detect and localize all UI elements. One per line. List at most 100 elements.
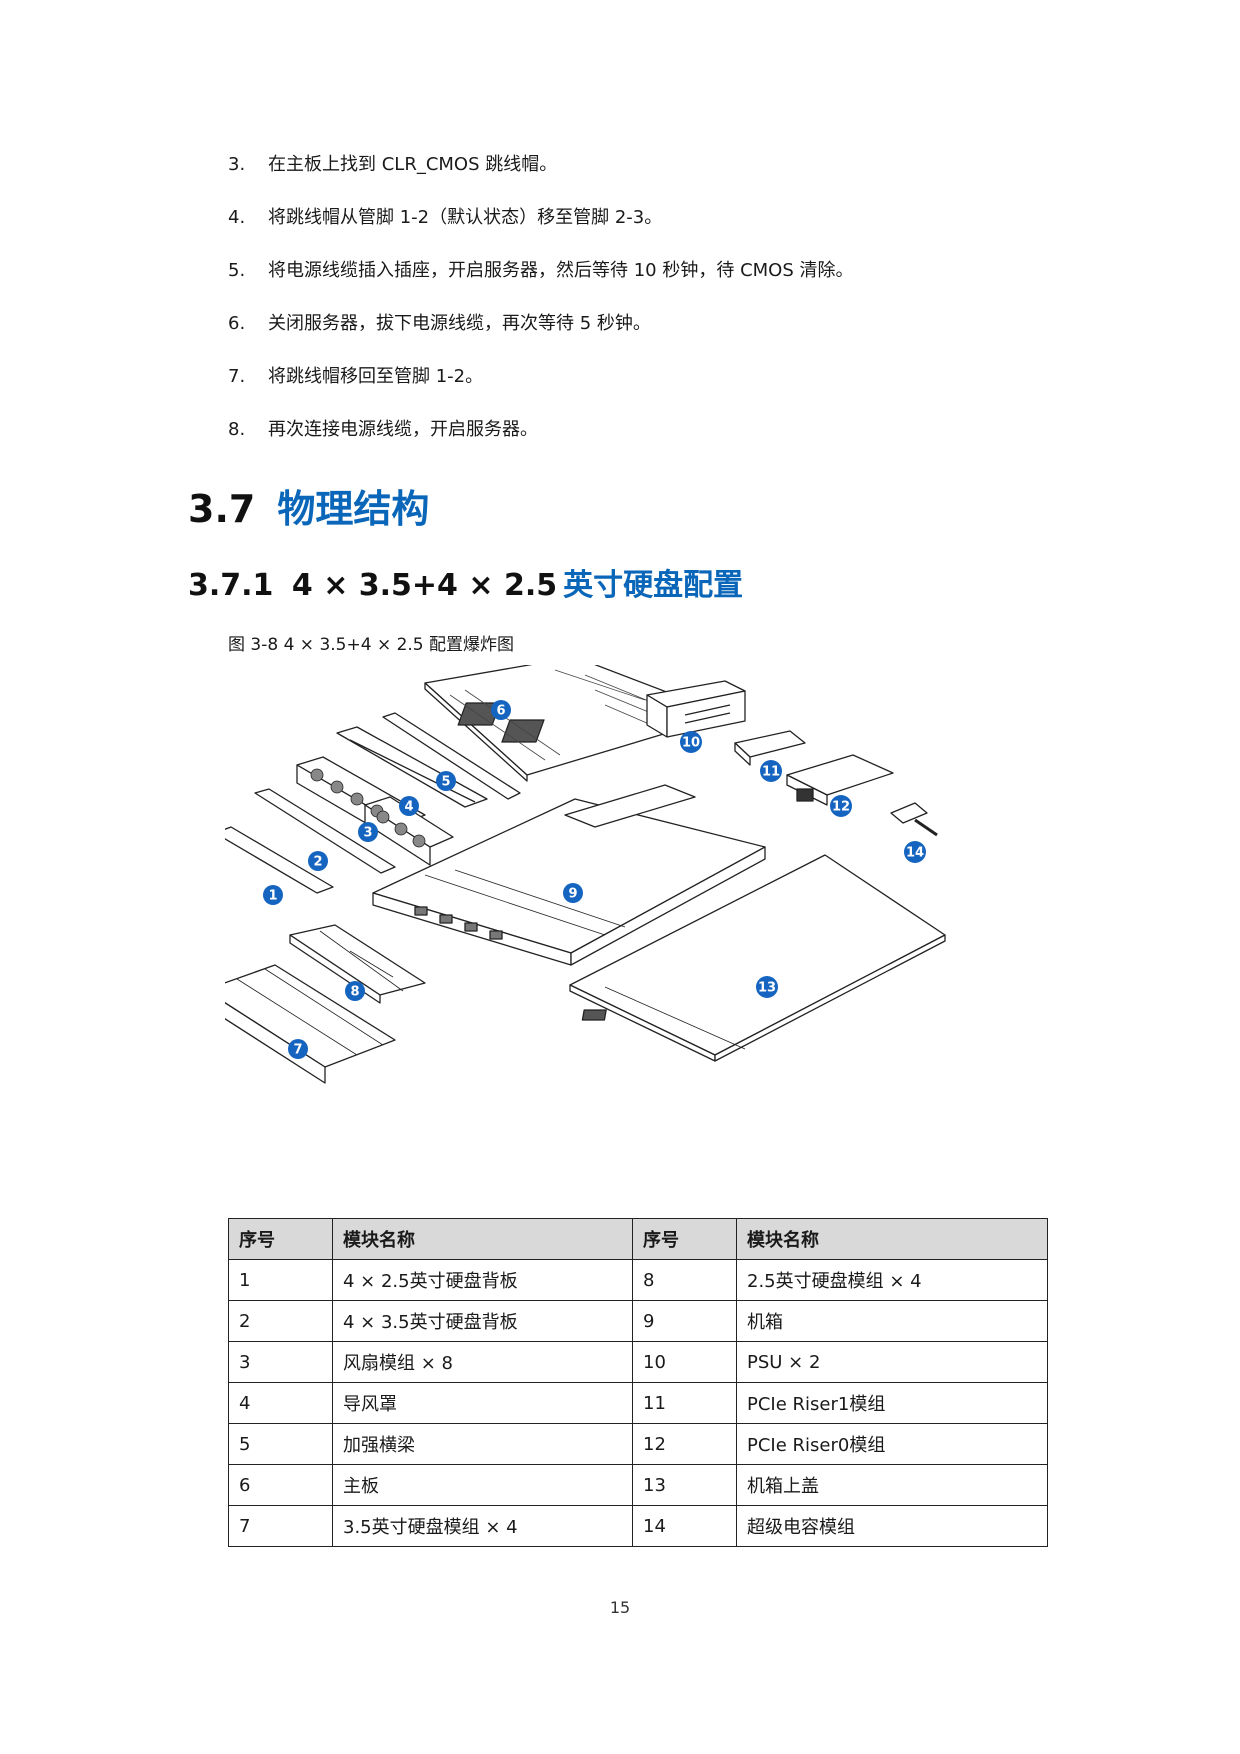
section-title: 物理结构 <box>277 487 430 531</box>
callout-1: 1 <box>263 885 283 905</box>
backplane-35-part <box>254 788 396 874</box>
table-cell: 8 <box>632 1259 737 1301</box>
fan-modules-part <box>296 756 454 866</box>
table-cell: 4 × 2.5英寸硬盘背板 <box>332 1259 633 1301</box>
subsection-title: 英寸硬盘配置 <box>563 568 744 603</box>
svg-text:9: 9 <box>568 887 577 902</box>
table-cell: 4 × 3.5英寸硬盘背板 <box>332 1300 633 1342</box>
callout-11: 11 <box>760 760 782 782</box>
table-row: 2 4 × 3.5英寸硬盘背板 9 机箱 <box>228 1300 1048 1342</box>
svg-text:8: 8 <box>350 985 359 1000</box>
table-cell: 14 <box>632 1505 737 1547</box>
step-text: 将电源线缆插入插座，开启服务器，然后等待 10 秒钟，待 CMOS 清除。 <box>268 260 854 281</box>
table-cell: 超级电容模组 <box>736 1505 1048 1547</box>
subsection-title-num: 4 × 3.5+4 × 2.5 <box>291 568 558 603</box>
table-cell: 2.5英寸硬盘模组 × 4 <box>736 1259 1048 1301</box>
header-module-name: 模块名称 <box>736 1218 1048 1260</box>
table-cell: 5 <box>228 1423 333 1465</box>
table-cell: 机箱 <box>736 1300 1048 1342</box>
section-number: 3.7 <box>188 487 256 531</box>
svg-text:11: 11 <box>762 765 780 780</box>
step-number: 5. <box>228 260 246 281</box>
callout-13: 13 <box>756 976 778 998</box>
table-cell: 机箱上盖 <box>736 1464 1048 1506</box>
exploded-view-diagram: 1 2 3 4 5 6 7 8 9 10 11 12 13 14 <box>225 665 946 1084</box>
step-text: 再次连接电源线缆，开启服务器。 <box>268 419 538 440</box>
svg-text:4: 4 <box>404 800 413 815</box>
table-cell: 加强横梁 <box>332 1423 633 1465</box>
table-cell: 11 <box>632 1382 737 1424</box>
supercap-part <box>890 802 938 837</box>
section-heading: 3.7 物理结构 <box>188 478 429 533</box>
svg-text:12: 12 <box>832 800 850 815</box>
svg-text:2: 2 <box>313 855 322 870</box>
callout-14: 14 <box>904 841 926 863</box>
header-index: 序号 <box>228 1218 333 1260</box>
table-cell: 导风罩 <box>332 1382 633 1424</box>
svg-text:10: 10 <box>682 736 700 751</box>
page-number: 15 <box>609 1598 631 1617</box>
svg-text:7: 7 <box>293 1043 302 1058</box>
riser1-part <box>734 730 806 766</box>
step-text: 关闭服务器，拔下电源线缆，再次等待 5 秒钟。 <box>268 313 651 334</box>
table-cell: PSU × 2 <box>736 1341 1048 1383</box>
callout-10: 10 <box>680 731 702 753</box>
callout-5: 5 <box>436 771 456 791</box>
chassis-part <box>372 784 766 966</box>
table-cell: PCIe Riser1模组 <box>736 1382 1048 1424</box>
table-row: 7 3.5英寸硬盘模组 × 4 14 超级电容模组 <box>228 1505 1048 1547</box>
table-cell: 1 <box>228 1259 333 1301</box>
step-number: 8. <box>228 419 246 440</box>
riser0-part <box>786 754 894 806</box>
svg-text:1: 1 <box>268 889 277 904</box>
step-number: 3. <box>228 154 246 175</box>
callout-2: 2 <box>308 851 328 871</box>
table-cell: 7 <box>228 1505 333 1547</box>
step-text: 在主板上找到 CLR_CMOS 跳线帽。 <box>268 154 558 175</box>
beam-part <box>382 712 521 800</box>
table-cell: 12 <box>632 1423 737 1465</box>
svg-text:13: 13 <box>758 981 776 996</box>
table-cell: 风扇模组 × 8 <box>332 1341 633 1383</box>
table-cell: 3 <box>228 1341 333 1383</box>
step-text: 将跳线帽从管脚 1-2（默认状态）移至管脚 2-3。 <box>268 207 663 228</box>
step-number: 6. <box>228 313 246 334</box>
callout-3: 3 <box>358 822 378 842</box>
svg-text:14: 14 <box>906 846 924 861</box>
svg-text:3: 3 <box>363 826 372 841</box>
svg-text:6: 6 <box>496 704 505 719</box>
drive-35-modules-part <box>225 964 396 1084</box>
callout-4: 4 <box>399 796 419 816</box>
step-number: 4. <box>228 207 246 228</box>
table-cell: 2 <box>228 1300 333 1342</box>
table-cell: 6 <box>228 1464 333 1506</box>
header-module-name: 模块名称 <box>332 1218 633 1260</box>
callouts: 1 2 3 4 5 6 7 8 9 10 11 12 13 14 <box>263 700 926 1059</box>
step-text: 将跳线帽移回至管脚 1-2。 <box>268 366 484 387</box>
svg-text:5: 5 <box>441 775 450 790</box>
step-number: 7. <box>228 366 246 387</box>
table-cell: 3.5英寸硬盘模组 × 4 <box>332 1505 633 1547</box>
table-row: 1 4 × 2.5英寸硬盘背板 8 2.5英寸硬盘模组 × 4 <box>228 1259 1048 1301</box>
header-index: 序号 <box>632 1218 737 1260</box>
callout-7: 7 <box>288 1039 308 1059</box>
psu-part <box>646 680 746 738</box>
table-header-row: 序号 模块名称 序号 模块名称 <box>228 1218 1048 1260</box>
table-cell: 主板 <box>332 1464 633 1506</box>
table-cell: 13 <box>632 1464 737 1506</box>
subsection-number: 3.7.1 <box>188 568 274 603</box>
table-row: 4 导风罩 11 PCIe Riser1模组 <box>228 1382 1048 1424</box>
table-row: 6 主板 13 机箱上盖 <box>228 1464 1048 1506</box>
table-cell: 10 <box>632 1341 737 1383</box>
backplane-25-part <box>225 826 334 894</box>
callout-9: 9 <box>563 883 583 903</box>
parts-table: 序号 模块名称 序号 模块名称 1 4 × 2.5英寸硬盘背板 8 2.5英寸硬… <box>228 1218 1048 1547</box>
top-cover-part <box>569 854 946 1062</box>
table-cell: 4 <box>228 1382 333 1424</box>
callout-6: 6 <box>491 700 511 720</box>
figure-caption: 图 3-8 4 × 3.5+4 × 2.5 配置爆炸图 <box>228 635 515 655</box>
callout-8: 8 <box>345 981 365 1001</box>
table-cell: 9 <box>632 1300 737 1342</box>
callout-12: 12 <box>830 795 852 817</box>
